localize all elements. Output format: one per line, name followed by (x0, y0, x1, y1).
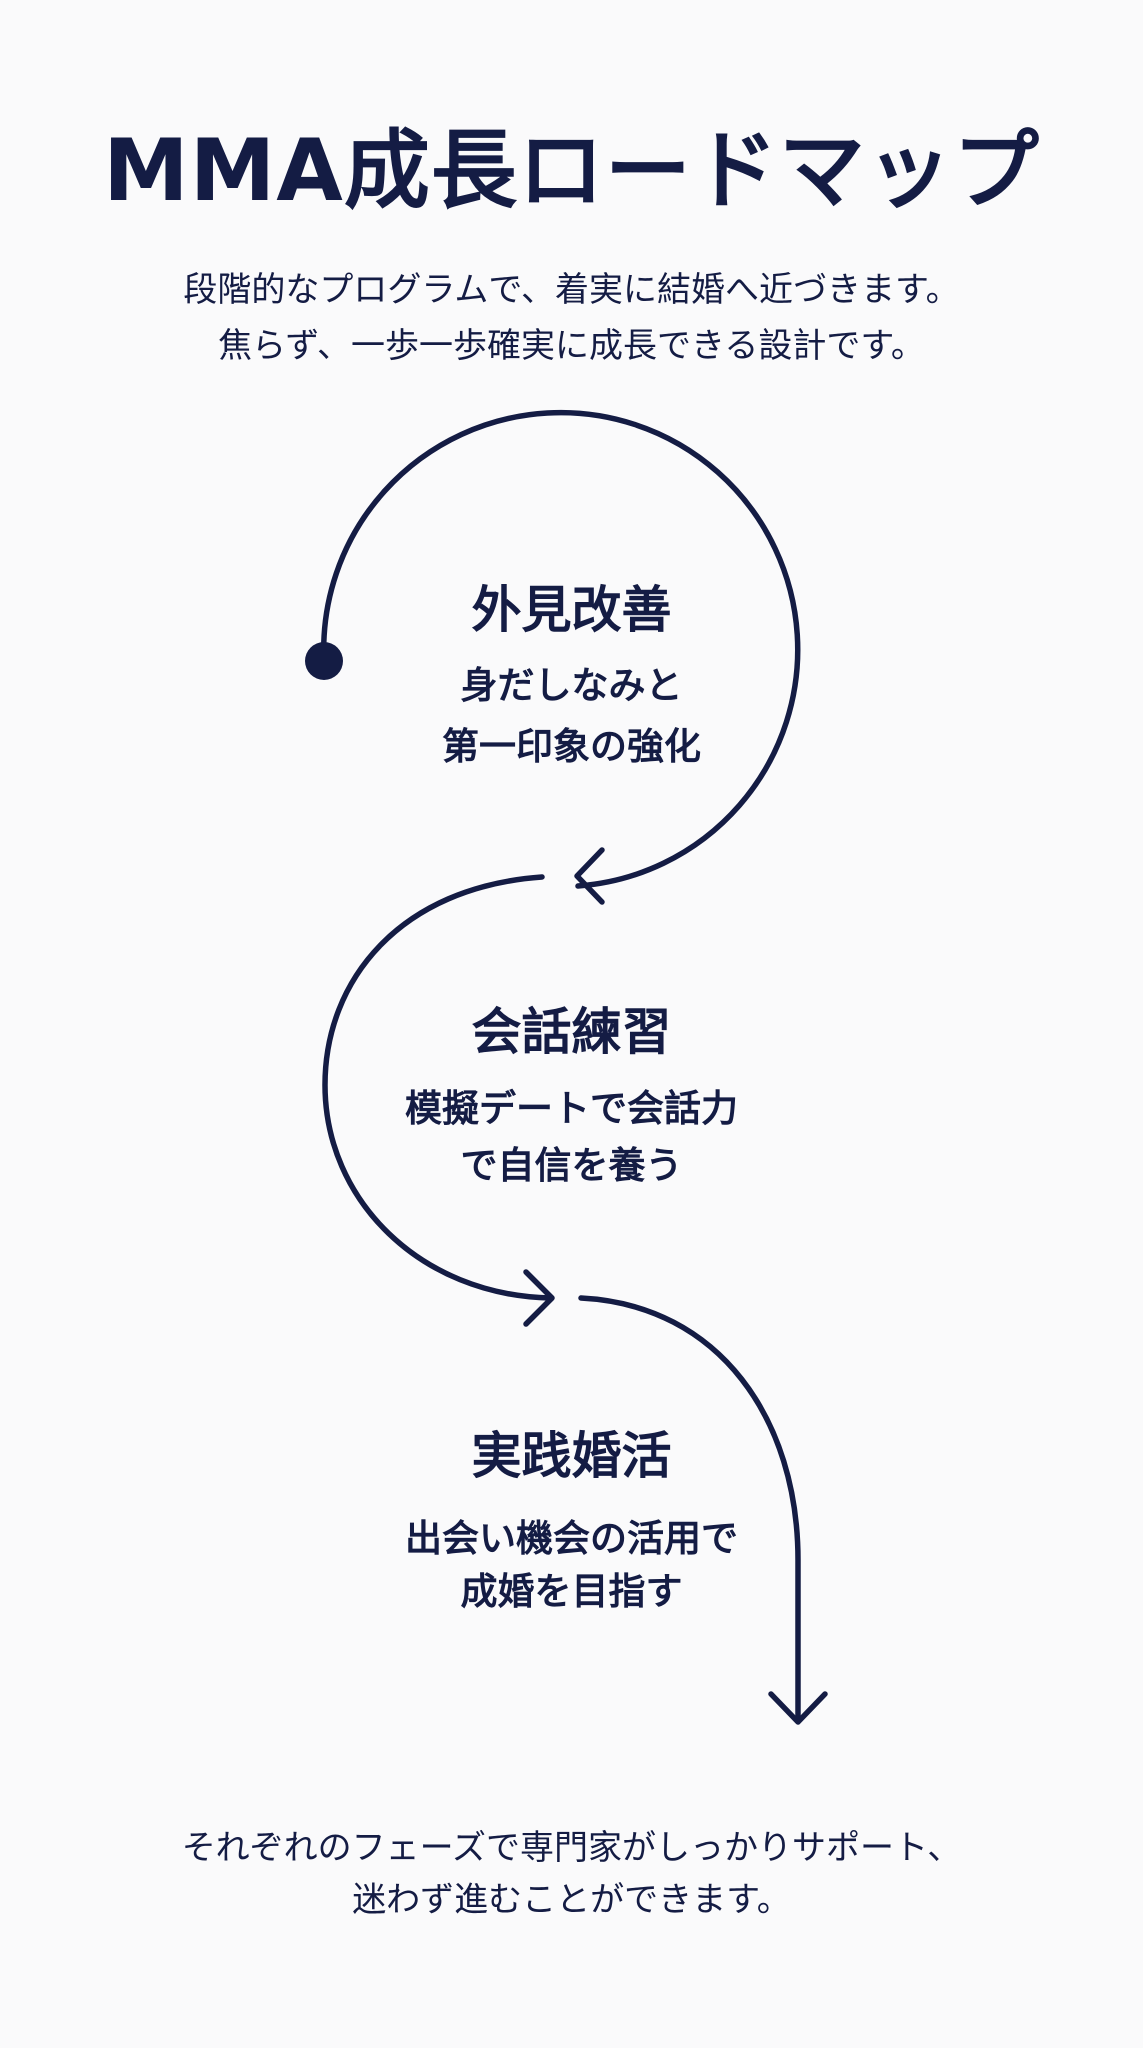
path-segment-3 (578, 1295, 801, 1723)
arrow-down-icon (768, 1691, 828, 1725)
step-1-line-1: 身だしなみと (460, 664, 683, 707)
start-dot-icon (305, 642, 343, 680)
step-2-line-2: で自信を養う (460, 1144, 683, 1187)
subtitle-line-1: 段階的なプログラムで、着実に結婚へ近づきます。 (183, 270, 960, 310)
step-2-line-1: 模擬デートで会話力 (405, 1087, 738, 1130)
step-3-title: 実践婚活 (471, 1427, 672, 1485)
footer-line-2: 迷わず進むことができます。 (352, 1880, 791, 1920)
step-1-line-2: 第一印象の強化 (442, 725, 701, 768)
arrow-left-icon (574, 847, 605, 905)
step-1-title: 外見改善 (471, 581, 672, 639)
step-3-line-2: 成婚を目指す (460, 1570, 683, 1613)
footer-line-1: それぞれのフェーズで専門家がしっかりサポート、 (181, 1828, 962, 1868)
page-title: MMA成長ロードマップ (103, 121, 1040, 221)
step-3-line-1: 出会い機会の活用で (405, 1517, 738, 1560)
arrow-right-icon (523, 1269, 555, 1327)
step-2-title: 会話練習 (471, 1003, 672, 1061)
path-segment-1 (320, 409, 801, 889)
path-segment-2 (322, 874, 553, 1301)
subtitle-line-2: 焦らず、一歩一歩確実に成長できる設計です。 (218, 326, 925, 366)
